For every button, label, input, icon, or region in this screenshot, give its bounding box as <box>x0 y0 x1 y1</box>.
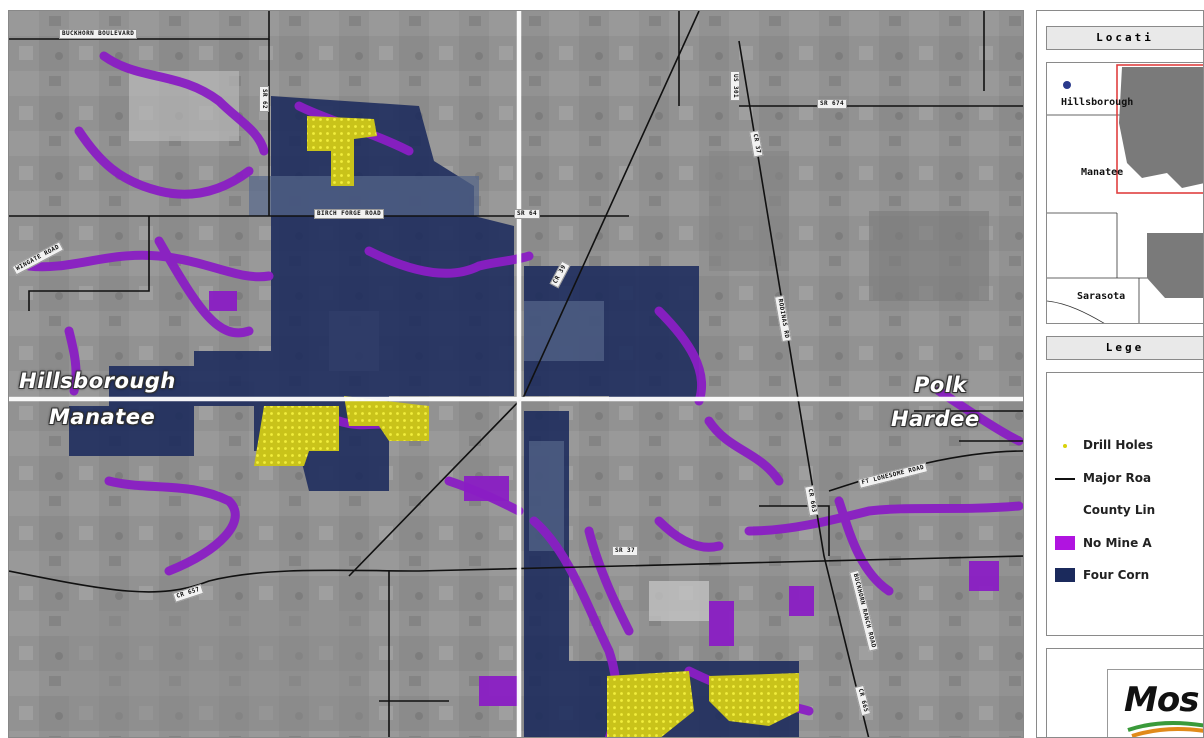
legend-item-four-corners: Four Corn <box>1055 566 1149 584</box>
drill-hole-symbol <box>1055 438 1075 452</box>
county-lines <box>9 11 1023 737</box>
legend-item-drill-holes: Drill Holes <box>1055 436 1153 454</box>
road-label: BUCKHORN BOULEVARD <box>59 29 138 39</box>
road-label: SR 674 <box>817 99 848 109</box>
logo-panel: Mos <box>1046 648 1204 738</box>
map-canvas[interactable] <box>9 11 1024 738</box>
legend: Drill Holes Major Roa County Lin No Mine… <box>1046 372 1204 636</box>
no-mine-swatch <box>1055 536 1075 550</box>
road-label: SR 64 <box>514 209 541 219</box>
legend-label: Drill Holes <box>1083 438 1154 452</box>
legend-item-major-roads: Major Roa <box>1055 469 1151 487</box>
legend-item-county-lines: County Lin <box>1055 501 1155 519</box>
mosaic-logo: Mos <box>1107 669 1203 737</box>
inset-label-hillsborough: Hillsborough <box>1061 97 1134 108</box>
county-label-hardee: Hardee <box>891 407 980 431</box>
road-label: SR 62 <box>259 86 269 113</box>
county-label-manatee: Manatee <box>49 405 156 429</box>
logo-text: Mos <box>1124 680 1199 720</box>
road-label: US 301 <box>730 71 740 102</box>
location-title: Locati <box>1046 26 1204 50</box>
road-label: BIRCH FORGE ROAD <box>314 209 385 219</box>
drill-holes <box>254 116 799 737</box>
county-label-hillsborough: Hillsborough <box>19 369 176 393</box>
four-corners-swatch <box>1055 568 1075 582</box>
location-inset-map: Hillsborough Manatee Sarasota <box>1046 62 1204 324</box>
legend-label: Four Corn <box>1083 568 1150 582</box>
legend-label: County Lin <box>1083 503 1156 517</box>
road-line-symbol <box>1055 471 1075 485</box>
inset-label-sarasota: Sarasota <box>1077 291 1126 302</box>
county-line-symbol <box>1055 503 1075 517</box>
county-label-polk: Polk <box>914 373 967 397</box>
inset-label-manatee: Manatee <box>1081 167 1124 178</box>
map-frame[interactable]: Hillsborough Manatee Polk Hardee BUCKHOR… <box>8 10 1024 738</box>
legend-item-no-mine-area: No Mine A <box>1055 534 1152 552</box>
road-label: SR 37 <box>612 546 639 556</box>
legend-label: Major Roa <box>1083 471 1152 485</box>
legend-label: No Mine A <box>1083 536 1152 550</box>
legend-title: Lege <box>1046 336 1204 360</box>
